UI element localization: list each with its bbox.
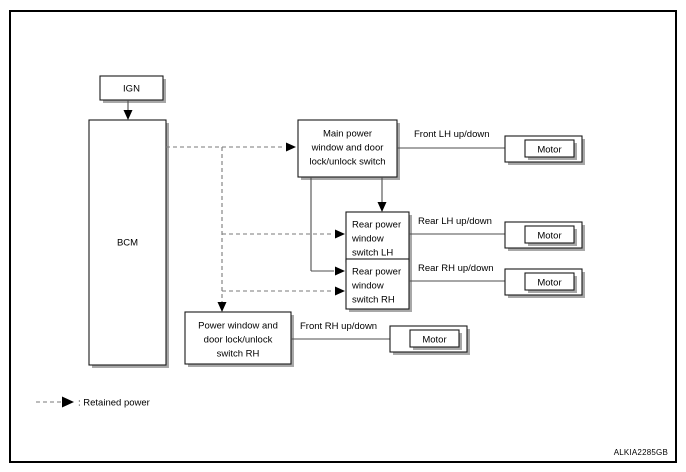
connector-front-rh-to-motor: Front RH up/down — [291, 321, 406, 344]
diagram-frame — [9, 10, 677, 463]
box-motor-rear-lh: Motor — [504, 221, 585, 251]
box-motor-front-rh: Motor — [389, 325, 470, 355]
box-rear-rh-line1: Rear power — [352, 267, 401, 278]
box-motor-front-lh: Motor — [504, 135, 585, 165]
box-ign: IGN — [99, 75, 166, 103]
box-bcm: BCM — [88, 119, 169, 368]
box-motor-rear-lh-label: Motor — [537, 231, 561, 242]
box-front-rh-line2: door lock/unlock — [204, 335, 273, 346]
connector-main-to-front-lh-motor: Front LH up/down — [397, 129, 521, 153]
box-bcm-label: BCM — [117, 238, 138, 249]
box-rear-rh-line3: switch RH — [352, 295, 395, 306]
box-motor-front-rh-label: Motor — [422, 335, 446, 346]
box-main-switch-line2: window and door — [311, 143, 384, 154]
box-front-rh-line1: Power window and — [198, 321, 278, 332]
retained-power-branch-rear-rh — [222, 286, 345, 296]
legend-arrow-icon — [62, 396, 74, 408]
box-motor-rear-rh: Motor — [504, 268, 585, 298]
line-label-rear-lh: Rear LH up/down — [418, 216, 492, 227]
box-rear-lh-line1: Rear power — [352, 220, 401, 231]
box-main-switch-line1: Main power — [323, 129, 372, 140]
connector-main-to-rear-lh — [377, 177, 387, 212]
box-rear-lh-line3: switch LH — [352, 248, 393, 259]
reference-code: ALKIA2285GB — [614, 448, 668, 457]
box-power-window-door-lock-switch-rh: Power window and door lock/unlock switch… — [184, 311, 294, 367]
line-label-rear-rh: Rear RH up/down — [418, 263, 494, 274]
connector-ign-to-bcm — [123, 100, 133, 120]
retained-power-bus-vertical — [217, 147, 227, 312]
box-motor-front-lh-label: Motor — [537, 145, 561, 156]
retained-power-bus-main — [166, 142, 296, 152]
box-front-rh-line3: switch RH — [217, 349, 260, 360]
line-label-front-lh: Front LH up/down — [414, 129, 490, 140]
box-main-switch-line3: lock/unlock switch — [309, 157, 385, 168]
box-ign-label: IGN — [123, 84, 140, 95]
retained-power-branch-rear-lh — [222, 229, 345, 239]
box-rear-lh-line2: window — [351, 234, 384, 245]
legend-label: : Retained power — [78, 398, 150, 409]
connector-rear-lh-to-motor: Rear LH up/down — [409, 216, 521, 239]
connector-main-to-rear-rh — [310, 177, 345, 276]
box-rear-power-window-switch-lh: Rear power window switch LH — [345, 211, 412, 265]
box-rear-power-window-switch-rh: Rear power window switch RH — [345, 258, 412, 312]
box-motor-rear-rh-label: Motor — [537, 278, 561, 289]
box-rear-rh-line2: window — [351, 281, 384, 292]
legend-retained-power: : Retained power — [36, 396, 150, 409]
connector-rear-rh-to-motor: Rear RH up/down — [409, 263, 521, 286]
line-label-front-rh: Front RH up/down — [300, 321, 377, 332]
box-main-power-window-switch: Main power window and door lock/unlock s… — [297, 119, 400, 180]
